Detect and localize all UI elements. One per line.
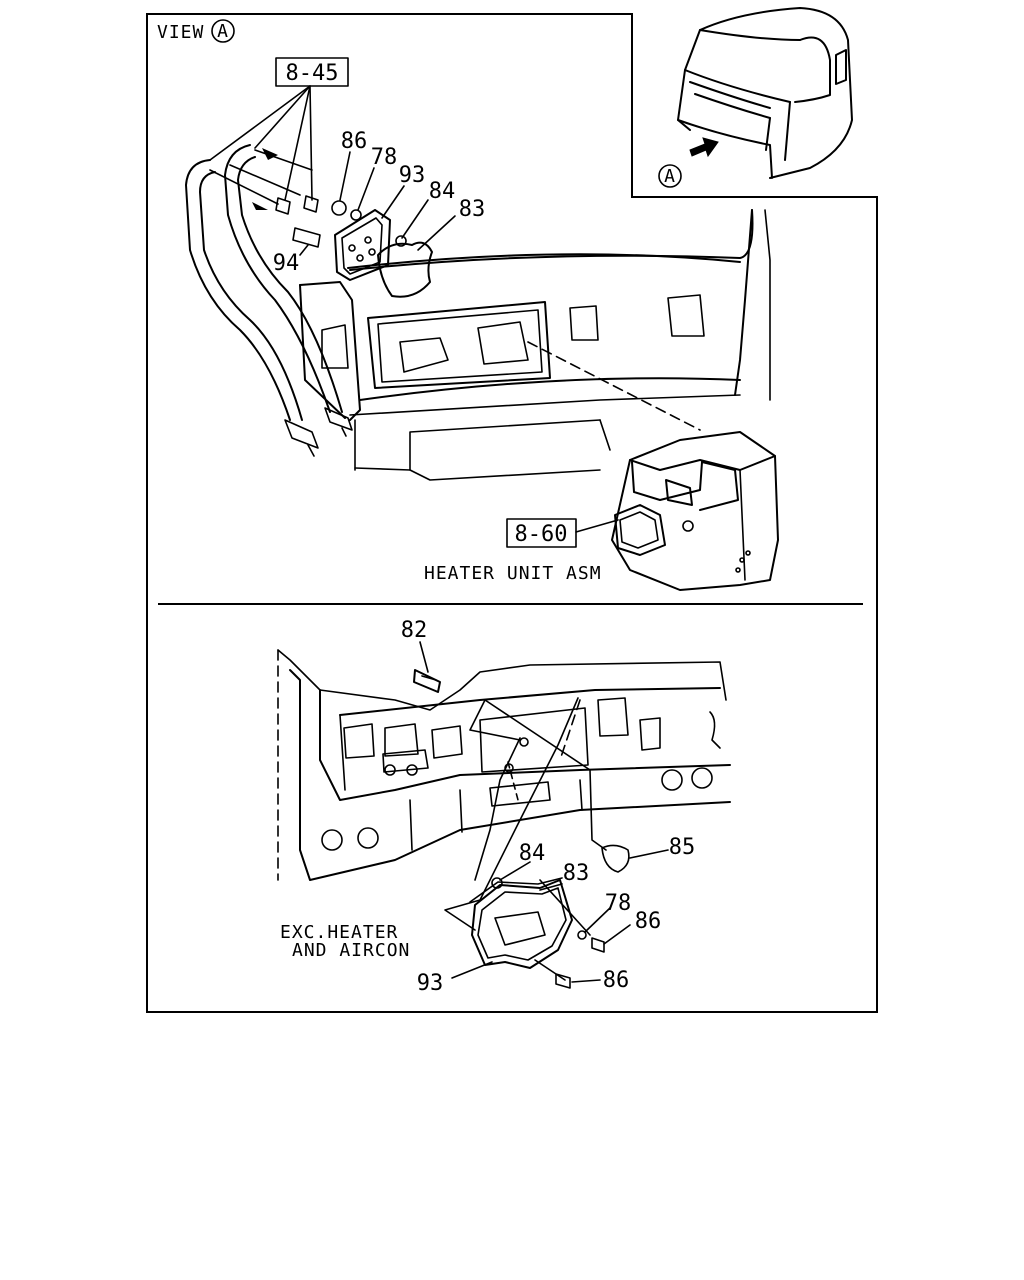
lower-leaders: [444, 697, 607, 981]
ref-860-box: [506, 518, 577, 548]
dash-panel-lower: [277, 649, 731, 881]
lower-callout-84: 84: [519, 841, 546, 866]
callout-86: 86: [341, 129, 368, 154]
callout-93: 93: [399, 163, 426, 188]
truck-cab-inset: [658, 7, 853, 188]
view-marker-circle: [211, 19, 235, 43]
diagram-frame: [146, 13, 878, 1013]
hose-clips: [209, 148, 319, 215]
lower-callout-83: 83: [563, 861, 590, 886]
lower-callout-82: 82: [401, 618, 428, 643]
ref-845-leaders: [209, 85, 313, 201]
lower-callout-85: 85: [669, 835, 696, 860]
exc-caption-line1: EXC.HEATER: [280, 922, 398, 943]
heater-caption: HEATER UNIT ASM: [424, 563, 602, 584]
ref-860-leader: [575, 519, 619, 533]
callout-83: 83: [459, 197, 486, 222]
cover-plate: [421, 675, 630, 989]
lower-callout-86b: 86: [603, 968, 630, 993]
callout-94: 94: [273, 251, 300, 276]
dash-panel-upper: [299, 209, 771, 481]
lower-callout-93: 93: [417, 971, 444, 996]
lower-callout-86a: 86: [635, 909, 662, 934]
heater-unit: [611, 431, 779, 591]
callout-84: 84: [429, 179, 456, 204]
ref-845-box: [275, 57, 349, 87]
heater-leader: [527, 341, 701, 431]
ref-845: 8-45: [286, 61, 339, 86]
heater-hoses: [185, 144, 353, 457]
exc-caption-line2: AND AIRCON: [292, 940, 410, 961]
top-callout-leaders: [299, 151, 456, 256]
lower-callout-78: 78: [605, 891, 632, 916]
view-label: VIEW: [157, 22, 204, 43]
inset-marker: A: [664, 166, 676, 187]
view-marker: A: [217, 21, 229, 42]
ref-860: 8-60: [515, 522, 568, 547]
valve-plate-assembly: [292, 200, 433, 298]
callout-78: 78: [371, 145, 398, 170]
lower-callout-leaders: [419, 641, 669, 983]
